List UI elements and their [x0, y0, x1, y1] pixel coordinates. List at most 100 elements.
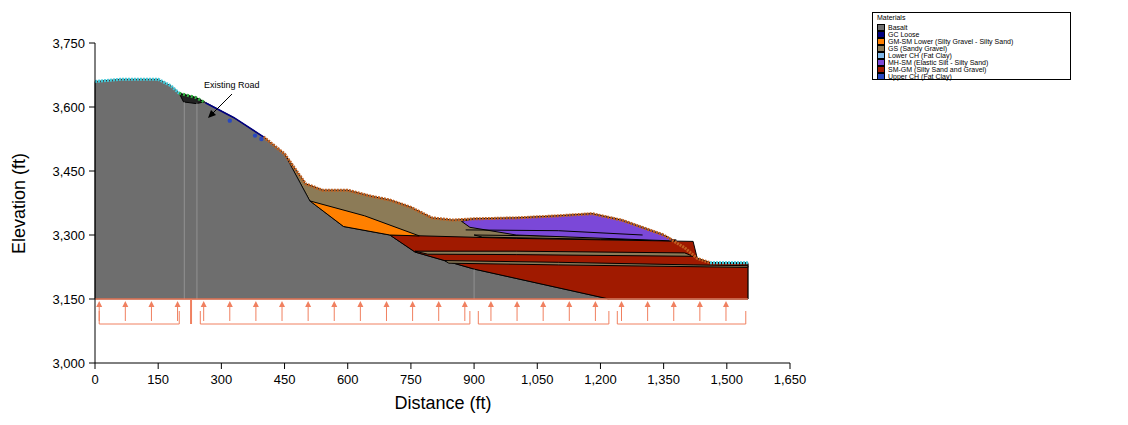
pressure-bracket [617, 311, 745, 324]
legend-title: Materials [877, 14, 905, 21]
axis-title: Distance (ft) [394, 393, 491, 414]
pressure-head [175, 301, 181, 307]
tick [221, 363, 222, 369]
pressure-head [645, 301, 651, 307]
legend-swatch [877, 52, 885, 59]
tick-label: 450 [274, 372, 296, 387]
tick [600, 363, 601, 369]
legend-text: Upper CH (Fat Clay) [888, 73, 952, 80]
gs-lens [415, 251, 693, 256]
pressure-arrow [308, 306, 309, 321]
legend-swatch [877, 31, 885, 38]
tick [95, 363, 96, 369]
legend-swatch [877, 73, 885, 80]
tick [726, 363, 727, 369]
tick-label: 300 [211, 372, 233, 387]
pressure-arrow [282, 306, 283, 321]
tick [474, 363, 475, 369]
tick-label: 1,650 [774, 372, 807, 387]
pressure-arrow [621, 306, 622, 321]
tick [284, 363, 285, 369]
tick [158, 363, 159, 369]
callout-label: Existing Road [204, 80, 260, 90]
pressure-head [410, 301, 416, 307]
legend-text: Lower CH (Fat Clay) [888, 52, 952, 59]
pressure-arrow [334, 306, 335, 321]
tick [89, 299, 95, 300]
pressure-arrow [569, 306, 570, 321]
pressure-head [122, 301, 128, 307]
tick-label: 1,050 [521, 372, 554, 387]
tick-label: 3,150 [52, 292, 85, 307]
pressure-arrow [438, 306, 439, 321]
pressure-bracket [200, 311, 470, 324]
pressure-arrow [412, 306, 413, 321]
pressure-line [95, 298, 748, 300]
legend-frame [873, 13, 1071, 80]
pressure-head [357, 301, 363, 307]
legend-swatch [877, 66, 885, 73]
section-line [184, 102, 185, 299]
pressure-arrow [229, 306, 230, 321]
pressure-head [462, 301, 468, 307]
smgm-layer [390, 235, 748, 299]
tick [89, 363, 95, 364]
pressure-head [697, 301, 703, 307]
tick-label: 150 [147, 372, 169, 387]
legend-swatch [877, 24, 885, 31]
tick-label: 3,750 [52, 36, 85, 51]
legend-swatch [877, 45, 885, 52]
surface-texture [264, 137, 711, 263]
pressure-arrow [125, 306, 126, 321]
tick-label: 0 [91, 372, 98, 387]
tick-label: 1,500 [711, 372, 744, 387]
road-fill [179, 93, 204, 103]
pressure-arrow [699, 306, 700, 321]
tick [410, 363, 411, 369]
pressure-head [619, 301, 625, 307]
pressure-arrow [517, 306, 518, 321]
pressure-head [671, 301, 677, 307]
pressure-head [253, 301, 259, 307]
pressure-bracket [99, 311, 179, 324]
section-line [196, 103, 197, 299]
axis-title: Elevation (ft) [10, 152, 31, 253]
legend-text: SM-GM (Silty Sand and Gravel) [888, 66, 986, 73]
tick-label: 1,350 [647, 372, 680, 387]
legend-text: GC Loose [888, 31, 920, 38]
pressure-arrow [151, 306, 152, 321]
tick-label: 750 [400, 372, 422, 387]
pressure-head [436, 301, 442, 307]
pressure-head [566, 301, 572, 307]
tick-label: 1,200 [584, 372, 617, 387]
gc-dot [228, 118, 232, 122]
tick [89, 235, 95, 236]
tick [347, 363, 348, 369]
leader-head [208, 110, 216, 118]
surface-texture [95, 79, 179, 93]
pressure-arrow [360, 306, 361, 321]
legend-text: GS (Sandy Gravel) [888, 45, 947, 52]
pressure-arrow [190, 299, 192, 324]
tick-label: 900 [463, 372, 485, 387]
pressure-head [383, 301, 389, 307]
pressure-arrow [177, 306, 178, 321]
tick-label: 3,600 [52, 100, 85, 115]
tick-label: 3,000 [52, 356, 85, 371]
road-texture [179, 93, 205, 102]
pressure-head [201, 301, 207, 307]
pressure-head [723, 301, 729, 307]
tick-label: 3,450 [52, 164, 85, 179]
pressure-arrow [386, 306, 387, 321]
layer-line [466, 230, 643, 235]
tick [89, 171, 95, 172]
pressure-arrow [543, 306, 544, 321]
legend-swatch [877, 38, 885, 45]
pressure-arrow [595, 306, 596, 321]
tick [537, 363, 538, 369]
pressure-arrow [490, 306, 491, 321]
pressure-arrow [647, 306, 648, 321]
gc-dot [253, 133, 257, 137]
pressure-arrow [255, 306, 256, 321]
